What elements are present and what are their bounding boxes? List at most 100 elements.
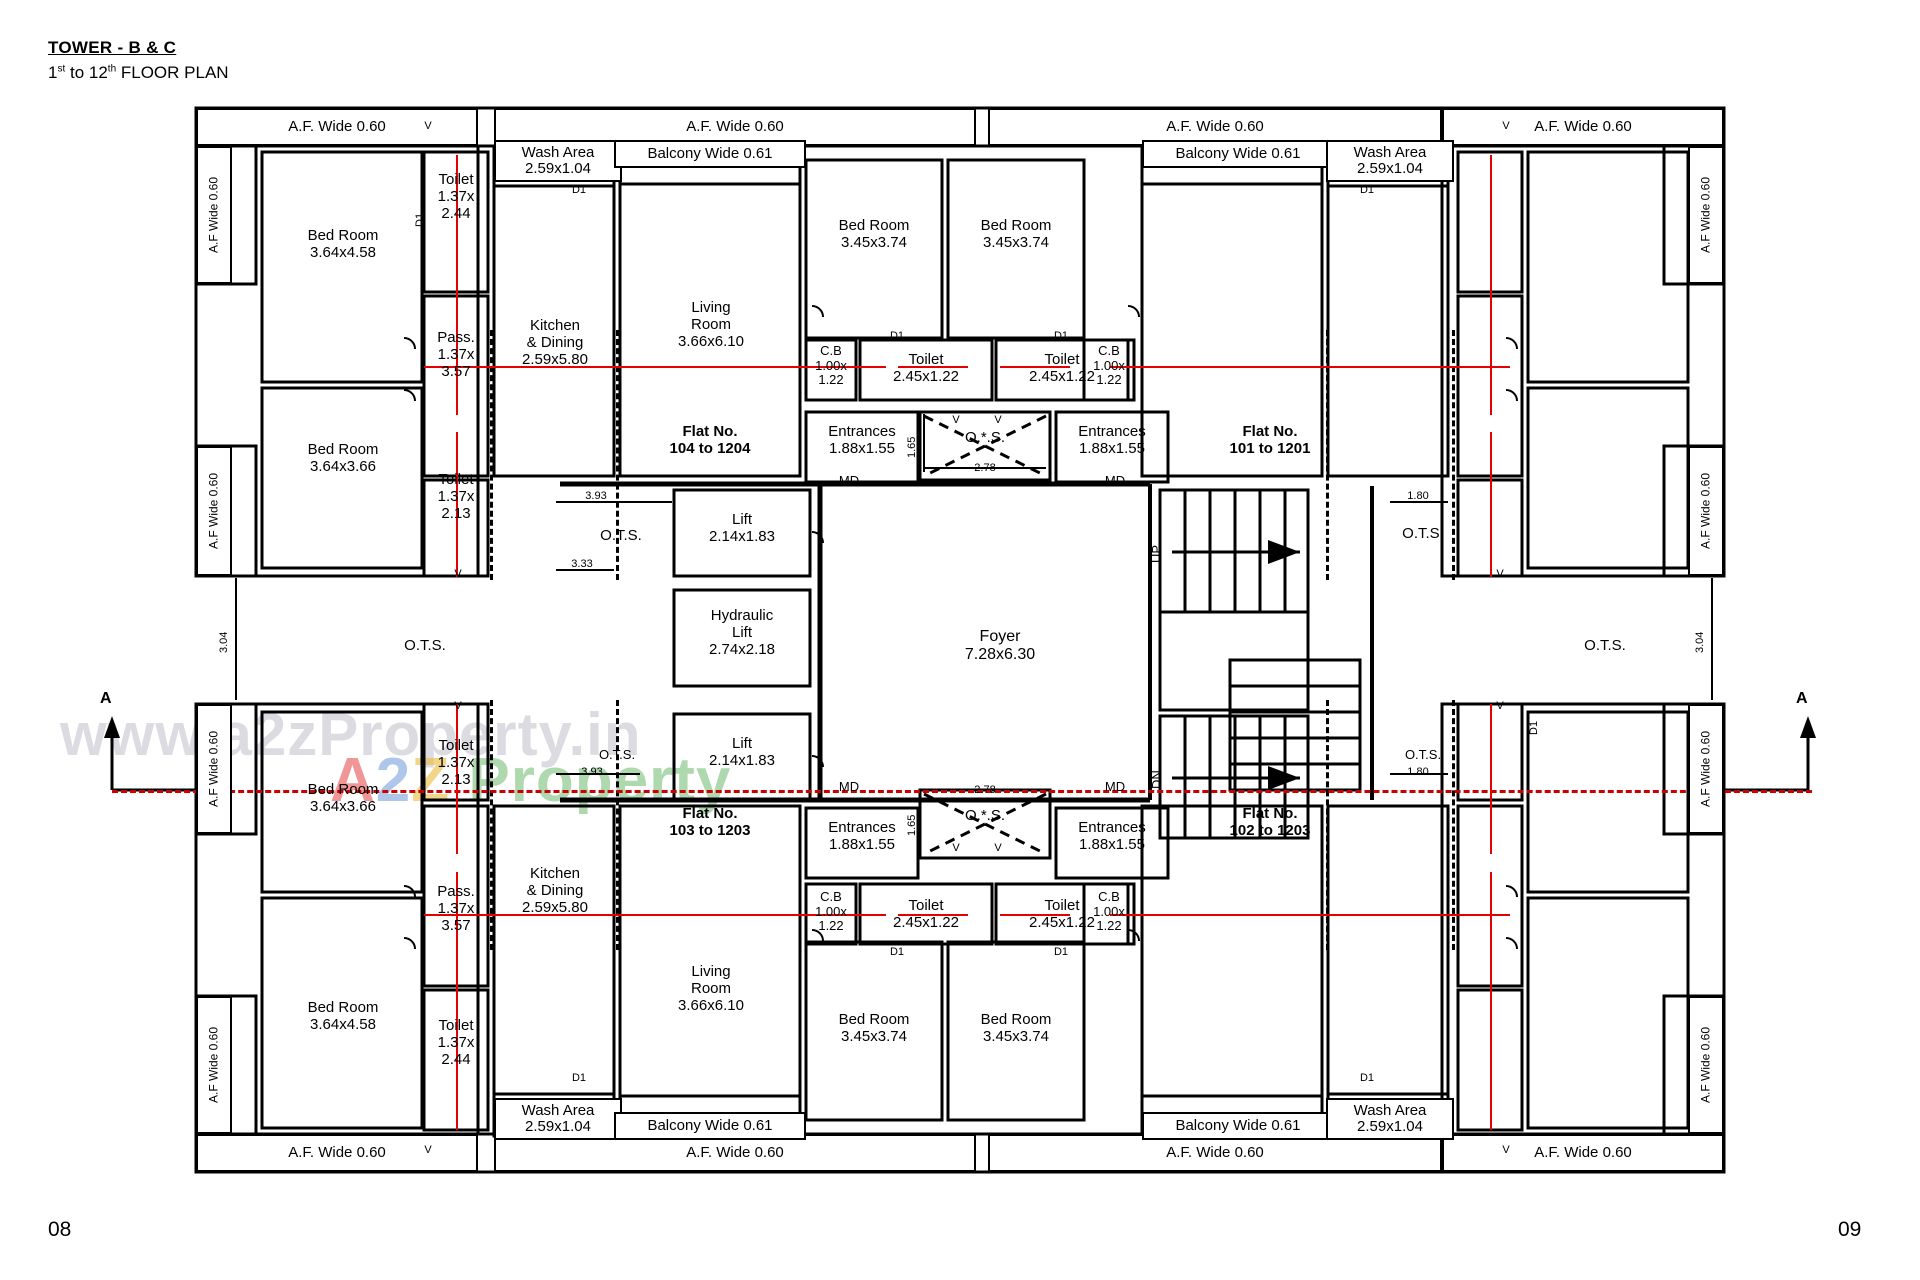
centerline-h-left-bot bbox=[424, 914, 824, 916]
door-tag-d1-bottom-left: D1 bbox=[571, 1072, 587, 1084]
centerline-v-right-top2 bbox=[1490, 432, 1492, 577]
lift-lower: Lift 2.14x1.83 bbox=[676, 735, 808, 770]
dim-333-left: 3.33 bbox=[571, 558, 593, 570]
ots-core-bottom: O.*.S. bbox=[964, 807, 1005, 824]
wash-area-top-left: Wash Area 2.59x1.04 bbox=[494, 140, 622, 182]
centerline-v-left-top2 bbox=[456, 432, 458, 577]
ots-right-open: O.T.S. bbox=[1584, 637, 1626, 654]
flat-no-bottom-right: Flat No. 102 to 1203 bbox=[1180, 805, 1360, 840]
room-label: Bed Room bbox=[980, 1011, 1052, 1028]
grid-dash-right-3 bbox=[1326, 700, 1329, 950]
grid-dash-right-1 bbox=[1326, 330, 1329, 580]
af-wide-right-upper: A.F Wide 0.60 bbox=[1688, 146, 1724, 284]
balcony-top-left: Balcony Wide 0.61 bbox=[614, 140, 806, 168]
room-bed-bottom-left: Bed Room 3.64x4.58 bbox=[272, 999, 414, 1034]
ots-left-open: O.T.S. bbox=[404, 637, 446, 654]
lift-upper: Lift 2.14x1.83 bbox=[676, 511, 808, 546]
room-dim: 3.45x3.74 bbox=[841, 1027, 907, 1045]
wash-area-label: Wash Area bbox=[521, 1101, 595, 1119]
cb-dim-2: 1.22 bbox=[818, 918, 844, 934]
room-dim-2: 2.13 bbox=[441, 504, 471, 522]
entrance-label: Entrances bbox=[1078, 819, 1146, 836]
living-label-2: Room bbox=[690, 979, 731, 997]
room-label: Toilet bbox=[438, 171, 474, 188]
md-tag-bottom-left: MD bbox=[838, 779, 860, 794]
af-wide-left-mid: A.F Wide 0.60 bbox=[196, 446, 232, 576]
wash-area-label: Wash Area bbox=[1353, 1101, 1427, 1119]
md-tag-top-left: MD bbox=[838, 473, 860, 488]
lift-dim: 2.14x1.83 bbox=[709, 527, 775, 545]
room-dim-2: 3.57 bbox=[441, 916, 471, 934]
door-tag-d1-top-left: D1 bbox=[571, 184, 587, 196]
centerline-h-right-bot bbox=[1110, 914, 1510, 916]
room-dim-1: 1.37x bbox=[437, 1033, 475, 1051]
entrance-bottom-left: Entrances 1.88x1.55 bbox=[800, 819, 924, 854]
living-dim: 3.66x6.10 bbox=[678, 332, 744, 350]
centerline-v-right-bot2 bbox=[1490, 872, 1492, 1130]
living-dim: 3.66x6.10 bbox=[678, 996, 744, 1014]
room-label: Bed Room bbox=[838, 1011, 910, 1028]
centerline-h-core-top-b bbox=[898, 366, 968, 368]
ots-core-top-height: 1.65 bbox=[906, 436, 918, 458]
lift-label: Lift bbox=[731, 735, 752, 752]
af-wide-bottom-right: A.F. Wide 0.60 bbox=[1442, 1134, 1724, 1172]
md-tag-bottom-right: MD bbox=[1104, 779, 1126, 794]
stair-dn-label: DN bbox=[1149, 770, 1164, 790]
foyer-label: Foyer bbox=[979, 628, 1021, 645]
cb-label: C.B bbox=[1098, 889, 1120, 904]
flat-no-label: Flat No. bbox=[1242, 805, 1298, 822]
af-wide-left-bottom: A.F Wide 0.60 bbox=[196, 996, 232, 1134]
af-wide-top-center-left: A.F. Wide 0.60 bbox=[494, 108, 976, 146]
cb-label: C.B bbox=[820, 343, 842, 358]
pass-bottom-left: Pass. 1.37x 3.57 bbox=[418, 883, 494, 935]
pass-top-left: Pass. 1.37x 3.57 bbox=[418, 329, 494, 381]
kitchen-label-2: & Dining bbox=[526, 881, 584, 899]
entrance-dim: 1.88x1.55 bbox=[829, 439, 895, 457]
cb-top-right: C.B 1.00x 1.22 bbox=[1084, 343, 1134, 388]
cb-bottom-right: C.B 1.00x 1.22 bbox=[1084, 889, 1134, 934]
flat-no-label: Flat No. bbox=[682, 805, 738, 822]
vent-tag-top-right: V bbox=[1502, 120, 1510, 132]
room-bed-bottom-center-right: Bed Room 3.45x3.74 bbox=[950, 1011, 1082, 1046]
flat-no-range: 104 to 1204 bbox=[669, 439, 751, 457]
room-label: Bed Room bbox=[307, 441, 379, 458]
foyer-dim: 7.28x6.30 bbox=[964, 646, 1036, 664]
wash-area-dim: 2.59x1.04 bbox=[1357, 160, 1423, 177]
room-dim: 2.45x1.22 bbox=[893, 913, 959, 931]
room-label: Bed Room bbox=[307, 781, 379, 798]
grid-dash-left-3 bbox=[490, 700, 493, 950]
wash-area-label: Wash Area bbox=[1353, 143, 1427, 161]
room-label: Bed Room bbox=[838, 217, 910, 234]
room-label: Pass. bbox=[437, 883, 475, 900]
room-label: Bed Room bbox=[980, 217, 1052, 234]
grid-dash-right-4 bbox=[1452, 700, 1455, 950]
grid-dash-left-4 bbox=[616, 700, 619, 950]
entrance-dim: 1.88x1.55 bbox=[829, 835, 895, 853]
room-bed-bottom-center-left: Bed Room 3.45x3.74 bbox=[808, 1011, 940, 1046]
hydraulic-lift-dim: 2.74x2.18 bbox=[709, 640, 775, 658]
vent-tag-core-top-b: V bbox=[994, 414, 1002, 426]
flat-no-range: 101 to 1201 bbox=[1229, 439, 1311, 457]
room-bed-top-left: Bed Room 3.64x4.58 bbox=[272, 227, 414, 262]
centerline-v-left-bot bbox=[456, 704, 458, 854]
af-wide-right-bottom: A.F Wide 0.60 bbox=[1688, 996, 1724, 1134]
toilet-core-bottom-left: Toilet 2.45x1.22 bbox=[860, 897, 992, 932]
ots-core-bottom-height: 1.65 bbox=[906, 814, 918, 836]
af-wide-bottom-left: A.F. Wide 0.60 bbox=[196, 1134, 478, 1172]
vent-tag-top-left: V bbox=[424, 120, 432, 132]
cb-dim-1: 1.00x bbox=[815, 357, 847, 373]
toilet-core-top-left: Toilet 2.45x1.22 bbox=[860, 351, 992, 386]
door-tag-d1-left-toilet: D1 bbox=[414, 212, 426, 228]
room-dim: 2.45x1.22 bbox=[893, 367, 959, 385]
room-dim-2: 3.57 bbox=[441, 362, 471, 380]
page-title: TOWER - B & C bbox=[48, 38, 177, 57]
dim-180-right: 1.80 bbox=[1407, 490, 1429, 502]
door-tag-d1-core-bottom-right: D1 bbox=[1053, 946, 1069, 958]
lift-dim: 2.14x1.83 bbox=[709, 751, 775, 769]
vent-tag-bottom-right: V bbox=[1502, 1144, 1510, 1156]
page-number-right: 09 bbox=[1838, 1218, 1862, 1241]
living-label-2: Room bbox=[690, 315, 731, 333]
ots-core-bottom-width: 2.78 bbox=[974, 784, 996, 796]
foyer: Foyer 7.28x6.30 bbox=[910, 628, 1090, 664]
ots-left-upper: O.T.S. bbox=[600, 527, 642, 544]
